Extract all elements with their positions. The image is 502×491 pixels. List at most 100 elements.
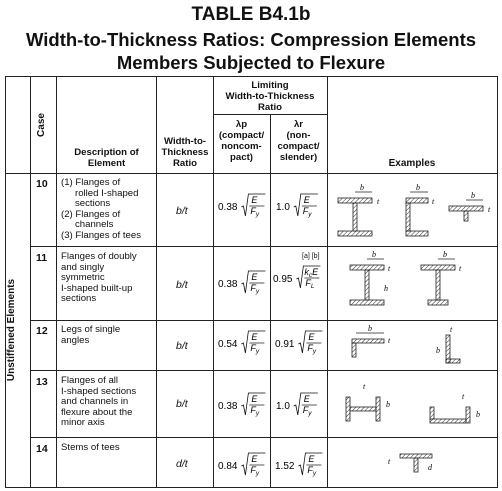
table-subtitle-line2: Members Subjected to Flexure (116, 52, 386, 73)
group-label-unstiffened: Unstiffened Elements (6, 278, 17, 382)
table-title: TABLE B4.1b (191, 4, 311, 25)
svg-text:E: E (251, 195, 258, 205)
case-number: 12 (36, 325, 48, 337)
tee-stem-icon: t d (388, 453, 433, 473)
svg-text:Fy: Fy (307, 465, 317, 477)
svg-text:E: E (308, 332, 315, 342)
header-lambda-r: λr (non- compact/ slender) (277, 119, 320, 163)
svg-text:Fy: Fy (250, 465, 260, 477)
svg-text:t: t (377, 197, 380, 206)
coefficient: 1.52 (275, 461, 295, 472)
examples-case-11: b t h b t (349, 250, 462, 306)
i-section-icon: b t (337, 183, 380, 237)
header-limiting-ratio: Limiting Width-to-Thickness Ratio (225, 80, 315, 113)
case-number: 14 (36, 443, 48, 455)
row-ratio: b/t (176, 340, 188, 352)
row-description: Stems of tees (61, 442, 120, 453)
svg-text:d: d (428, 463, 433, 472)
row-description: Flanges of doubly and singly symmetric I… (61, 251, 137, 305)
header-width-thickness-ratio: Width-to- Thickness Ratio (161, 136, 209, 169)
svg-text:b: b (416, 183, 420, 192)
svg-text:E: E (251, 394, 258, 404)
examples-case-10: b t b t b t (337, 183, 491, 237)
row-ratio: d/t (176, 458, 188, 470)
svg-text:E: E (304, 394, 311, 404)
row-description: (1) Flanges of rolled I-shaped sections … (61, 177, 141, 241)
case-number: 11 (36, 252, 48, 264)
header-description: Description of Element (74, 147, 139, 169)
svg-text:kcE: kcE (304, 267, 319, 279)
svg-text:h: h (384, 284, 388, 293)
svg-text:FL: FL (305, 278, 315, 290)
case-number: 10 (36, 178, 48, 190)
coefficient: 0.84 (218, 461, 238, 472)
svg-text:b: b (368, 324, 372, 333)
svg-text:E: E (251, 272, 258, 282)
svg-text:Fy: Fy (250, 206, 260, 218)
svg-text:E: E (251, 332, 258, 342)
coefficient: 1.0 (276, 401, 290, 412)
examples-case-13: t b t b (345, 382, 480, 424)
row-ratio: b/t (176, 398, 188, 410)
svg-text:Fy: Fy (307, 343, 317, 355)
examples-case-14: t d (388, 453, 433, 473)
header-lambda-p: λp (compact/ noncom- pact) (218, 119, 265, 163)
svg-text:b: b (471, 191, 475, 200)
coefficient: 0.54 (218, 339, 238, 350)
case-number: 13 (36, 376, 48, 388)
header-case: Case (36, 113, 47, 137)
svg-text:t: t (432, 197, 435, 206)
svg-text:Fy: Fy (303, 405, 313, 417)
built-up-i-section-icon: b t h (349, 250, 391, 306)
row-ratio: b/t (176, 279, 188, 291)
examples-case-12: b t t b (351, 324, 461, 364)
svg-text:b: b (476, 410, 480, 419)
svg-text:Fy: Fy (250, 343, 260, 355)
svg-text:E: E (308, 454, 315, 464)
tee-section-icon: b t (448, 191, 491, 222)
channel-minor-axis-icon: t b (429, 392, 480, 424)
svg-text:t: t (363, 382, 366, 391)
svg-text:b: b (386, 400, 390, 409)
coefficient: 0.38 (218, 202, 238, 213)
built-up-i-section-unequal-icon: b t (420, 250, 462, 306)
header-examples: Examples (388, 158, 436, 169)
coefficient: 1.0 (276, 202, 290, 213)
svg-text:Fy: Fy (303, 206, 313, 218)
svg-text:t: t (450, 325, 453, 334)
svg-text:t: t (388, 336, 391, 345)
svg-text:b: b (360, 183, 364, 192)
angle-section-icon: b t (351, 324, 391, 358)
coefficient: 0.38 (218, 279, 238, 290)
i-section-minor-axis-icon: t b (345, 382, 390, 422)
svg-text:Fy: Fy (250, 283, 260, 295)
row-description: Legs of single angles (61, 324, 121, 346)
coefficient: 0.91 (275, 339, 295, 350)
svg-text:b: b (436, 346, 440, 355)
svg-text:E: E (304, 195, 311, 205)
row-description: Flanges of all I-shaped sections and cha… (61, 375, 137, 429)
svg-text:t: t (459, 264, 462, 273)
svg-text:t: t (388, 457, 391, 466)
svg-text:b: b (372, 250, 376, 259)
row-ratio: b/t (176, 205, 188, 217)
angle-section-vertical-icon: t b (436, 325, 461, 364)
channel-section-icon: b t (405, 183, 435, 237)
svg-text:t: t (462, 392, 465, 401)
coefficient: 0.95 (273, 274, 293, 285)
svg-text:t: t (388, 264, 391, 273)
coefficient: 0.38 (218, 401, 238, 412)
footnote-refs: [a] [b] (302, 253, 320, 260)
svg-text:b: b (443, 250, 447, 259)
svg-text:Fy: Fy (250, 405, 260, 417)
